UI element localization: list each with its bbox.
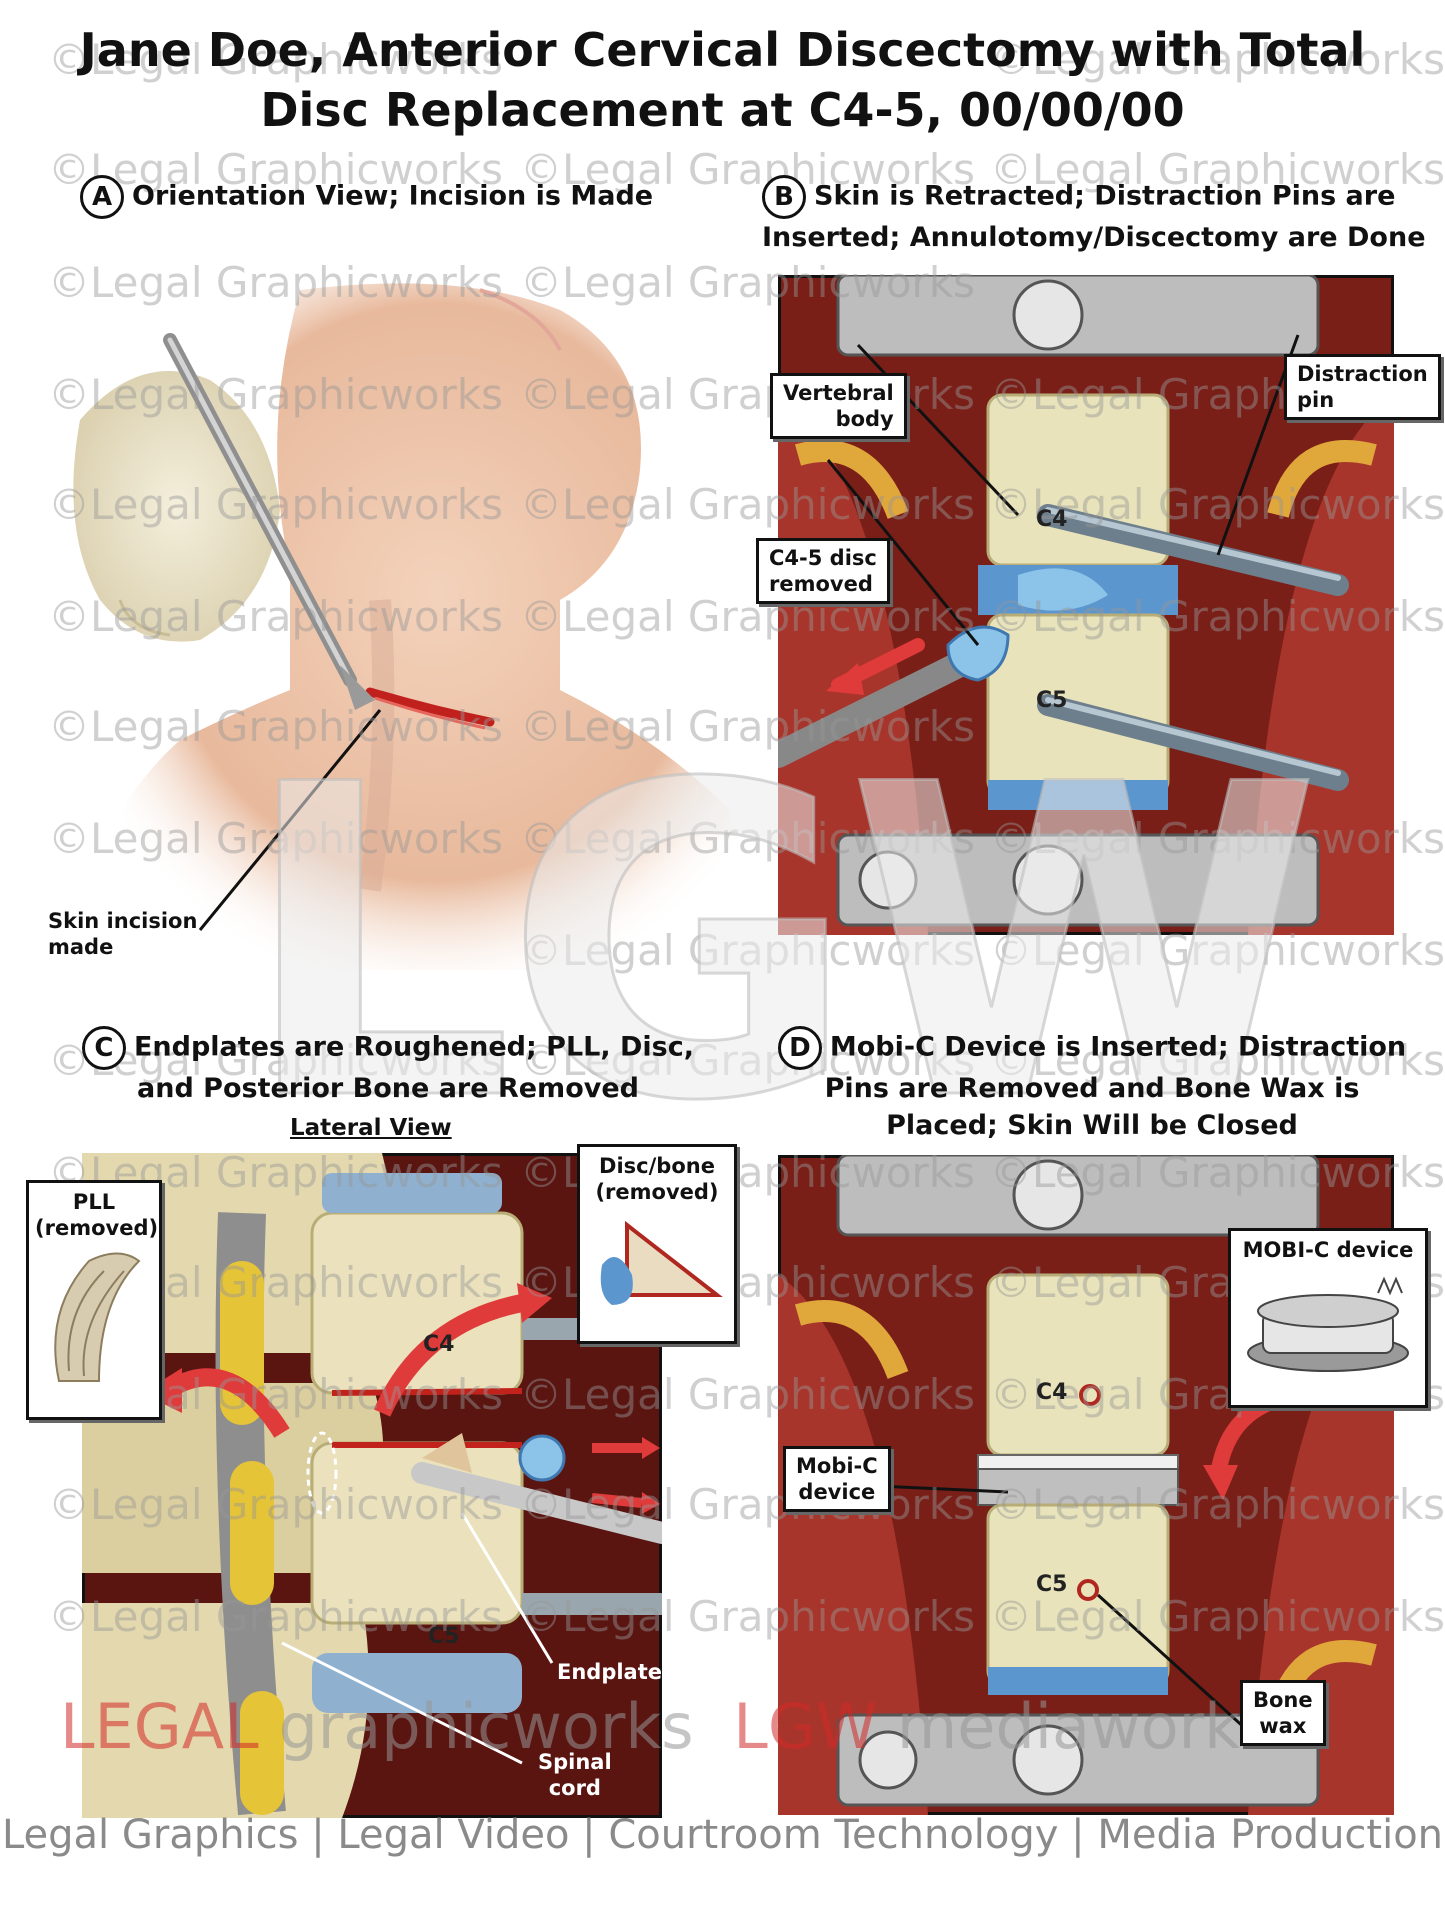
d-level-c4: C4: [1036, 1380, 1068, 1405]
vertebral-body-line-1: Vertebral: [783, 381, 894, 405]
neck-illustration: [73, 283, 730, 970]
spinal-cord-line-2: cord: [548, 1776, 601, 1800]
d-level-c5: C5: [1036, 1572, 1068, 1597]
footer-brand-graphicworks: graphicworks: [278, 1690, 694, 1763]
c-level-c4: C4: [423, 1332, 455, 1357]
distraction-pin-line-1: Distraction: [1297, 362, 1428, 386]
skin-incision-callout: Skin incision made: [48, 908, 248, 960]
bone-wax-callout: Bone wax: [1240, 1680, 1326, 1746]
footer-tagline: Legal Graphics | Legal Video | Courtroom…: [1, 1812, 1444, 1858]
pll-tissue-icon: [54, 1252, 141, 1382]
skin-incision-text: Skin incision made: [48, 909, 198, 959]
mobi-c-line-2: device: [798, 1480, 876, 1504]
disc-removed-callout: C4-5 disc removed: [756, 538, 890, 604]
vertebral-body-callout: Vertebral body: [770, 373, 907, 439]
footer-brand-logo: LEGAL graphicworks LGW mediaworks: [60, 1690, 1272, 1763]
mobi-c-implant-icon: [1247, 1276, 1409, 1372]
bone-wax-line-2: wax: [1259, 1714, 1307, 1738]
pll-removed-callout: PLL (removed): [26, 1180, 162, 1420]
mobi-c-device-callout: Mobi-C device: [783, 1446, 891, 1512]
spinal-cord-label: Spinal cord: [538, 1749, 612, 1801]
page-title: Jane Doe, Anterior Cervical Discectomy w…: [0, 20, 1445, 140]
lateral-view-subtitle: Lateral View: [290, 1115, 452, 1141]
panel-a-badge: A: [80, 175, 124, 219]
mobi-c-line-1: Mobi-C: [796, 1454, 878, 1478]
panel-a-title: Orientation View; Incision is Made: [132, 180, 654, 212]
bone-wax-line-1: Bone: [1253, 1688, 1313, 1712]
discbone-line-1: Disc/bone: [599, 1154, 715, 1178]
mobi-c-device-box: MOBI-C device: [1228, 1228, 1428, 1408]
footer-brand-mediaworks: mediaworks: [896, 1690, 1273, 1763]
surgical-field-b: [778, 275, 1394, 935]
pll-line-2: (removed): [35, 1216, 159, 1240]
disc-removed-line-2: removed: [769, 572, 873, 596]
mobi-c-device-box-text: MOBI-C device: [1242, 1238, 1414, 1262]
panel-b-badge: B: [762, 175, 806, 219]
footer-brand-legal: LEGAL: [60, 1690, 259, 1763]
panel-d-title-line-2: Pins are Removed and Bone Wax is: [824, 1073, 1360, 1104]
endplate-label: Endplate: [557, 1660, 663, 1684]
discbone-line-2: (removed): [595, 1180, 719, 1204]
panel-c-title-line-1: Endplates are Roughened; PLL, Disc,: [133, 1031, 695, 1063]
disc-removed-line-1: C4-5 disc: [769, 546, 877, 570]
footer-brand-lgw: LGW: [733, 1690, 878, 1763]
b-level-c5: C5: [1036, 688, 1068, 713]
panel-d-badge: D: [777, 1026, 822, 1070]
panel-b-title-line-1: Skin is Retracted; Distraction Pins are: [814, 180, 1396, 212]
disc-bone-fragment-icon: [600, 1220, 723, 1305]
panel-c-badge: C: [81, 1026, 126, 1070]
c-level-c5: C5: [428, 1624, 460, 1649]
panel-b-title-line-2: Inserted; Annulotomy/Discectomy are Done: [762, 222, 1426, 253]
title-line-2: Disc Replacement at C4-5, 00/00/00: [260, 83, 1185, 137]
vertebral-body-line-2: body: [835, 407, 894, 431]
pll-line-1: PLL: [72, 1190, 116, 1214]
panel-c-title-line-2: and Posterior Bone are Removed: [137, 1073, 639, 1104]
disc-bone-removed-callout: Disc/bone (removed): [577, 1144, 737, 1344]
spinal-cord-line-1: Spinal: [538, 1750, 612, 1774]
title-line-1: Jane Doe, Anterior Cervical Discectomy w…: [79, 23, 1366, 77]
panel-d-title-line-1: Mobi-C Device is Inserted; Distraction: [829, 1031, 1407, 1063]
lgw-watermark-logo: LGW: [238, 695, 1322, 1195]
distraction-pin-callout: Distraction pin: [1284, 354, 1441, 420]
distraction-pin-line-2: pin: [1297, 388, 1335, 412]
panel-d-title-line-3: Placed; Skin Will be Closed: [886, 1110, 1298, 1141]
b-level-c4: C4: [1036, 507, 1068, 532]
lateral-spine-illustration: [82, 1153, 662, 1818]
